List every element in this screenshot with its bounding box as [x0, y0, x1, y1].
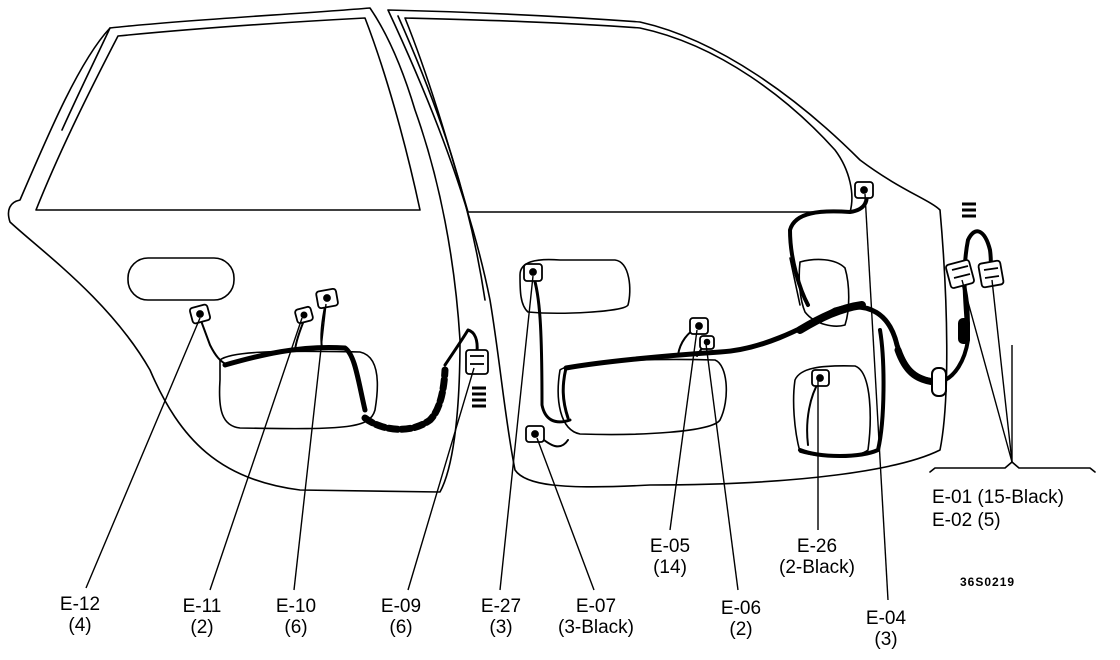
label-e10: E-10 (6) — [276, 596, 316, 638]
rear-window — [35, 17, 421, 211]
label-e04: E-04 (3) — [866, 608, 906, 650]
connector-e04 — [854, 181, 874, 199]
label-e04-pins: (3) — [874, 629, 898, 650]
label-e07: E-07 (3-Black) — [558, 596, 634, 638]
label-e10-name: E-10 — [275, 596, 317, 617]
leader-e10 — [293, 303, 327, 591]
label-e07-pins: (3-Black) — [557, 617, 635, 638]
connector-e09 — [465, 349, 489, 375]
front-window — [404, 17, 853, 213]
leader-e05 — [669, 329, 698, 531]
front-service-hole — [557, 358, 728, 436]
label-e26-pins: (2-Black) — [778, 557, 856, 578]
connector-e05 — [689, 317, 709, 335]
label-e26-name: E-26 — [796, 536, 838, 557]
label-e12-pins: (4) — [68, 615, 92, 636]
rear-harness-corrugated — [361, 366, 449, 433]
leader-e12 — [85, 317, 201, 589]
front-upper-opening — [798, 258, 850, 327]
connector-e26 — [811, 369, 830, 387]
label-e06-name: E-06 — [720, 598, 762, 619]
label-e09: E-09 (6) — [381, 596, 421, 638]
label-e09-pins: (6) — [389, 617, 413, 638]
front-door-handle-recess — [519, 258, 631, 314]
leader-e04 — [864, 193, 889, 601]
label-bracket — [929, 461, 1096, 473]
label-e02: E-02 (5) — [932, 510, 1001, 531]
label-e07-name: E-07 — [575, 596, 617, 617]
connector-e27 — [523, 263, 543, 282]
leader-e06 — [705, 343, 739, 591]
leader-e01 — [961, 279, 1013, 463]
leader-e11 — [209, 317, 303, 591]
leader-e07 — [536, 437, 595, 591]
leader-e02 — [991, 279, 1013, 463]
rear-door-handle-recess — [127, 257, 235, 301]
label-e11-pins: (2) — [190, 617, 214, 638]
label-e01: E-01 (15-Black) — [932, 487, 1064, 508]
door-grommet — [931, 318, 970, 397]
label-e27-pins: (3) — [489, 617, 513, 638]
label-e11-name: E-11 — [182, 596, 222, 617]
leader-e09 — [407, 367, 475, 591]
label-e26: E-26 (2-Black) — [779, 536, 855, 578]
label-e27: E-27 (3) — [481, 596, 521, 638]
label-e05-pins: (14) — [653, 557, 687, 578]
label-e04-name: E-04 — [865, 608, 907, 629]
connector-e07 — [525, 425, 545, 443]
label-e12-name: E-12 — [59, 594, 101, 615]
label-e01-e02: E-01 (15-Black) E-02 (5) — [932, 486, 1064, 532]
label-e05-name: E-05 — [649, 536, 691, 557]
figure-code: 36S0219 — [960, 575, 1016, 589]
connector-e10 — [315, 287, 339, 310]
rear-harness — [222, 345, 368, 413]
label-e09-name: E-09 — [380, 596, 422, 617]
label-e12: E-12 (4) — [60, 594, 100, 636]
front-speaker-opening — [792, 365, 871, 458]
connector-e12 — [189, 303, 211, 325]
label-e27-name: E-27 — [480, 596, 522, 617]
label-e11: E-11 (2) — [183, 596, 222, 638]
label-e10-pins: (6) — [284, 617, 308, 638]
connector-e02 — [977, 259, 1005, 289]
front-door-outline — [387, 9, 948, 488]
leader-e27 — [499, 275, 534, 591]
rear-door-outline — [7, 7, 461, 493]
connector-e11 — [294, 305, 314, 325]
label-e05: E-05 (14) — [650, 536, 690, 578]
label-e06-pins: (2) — [729, 619, 753, 640]
label-e06: E-06 (2) — [721, 598, 761, 640]
connector-e01 — [945, 259, 975, 289]
